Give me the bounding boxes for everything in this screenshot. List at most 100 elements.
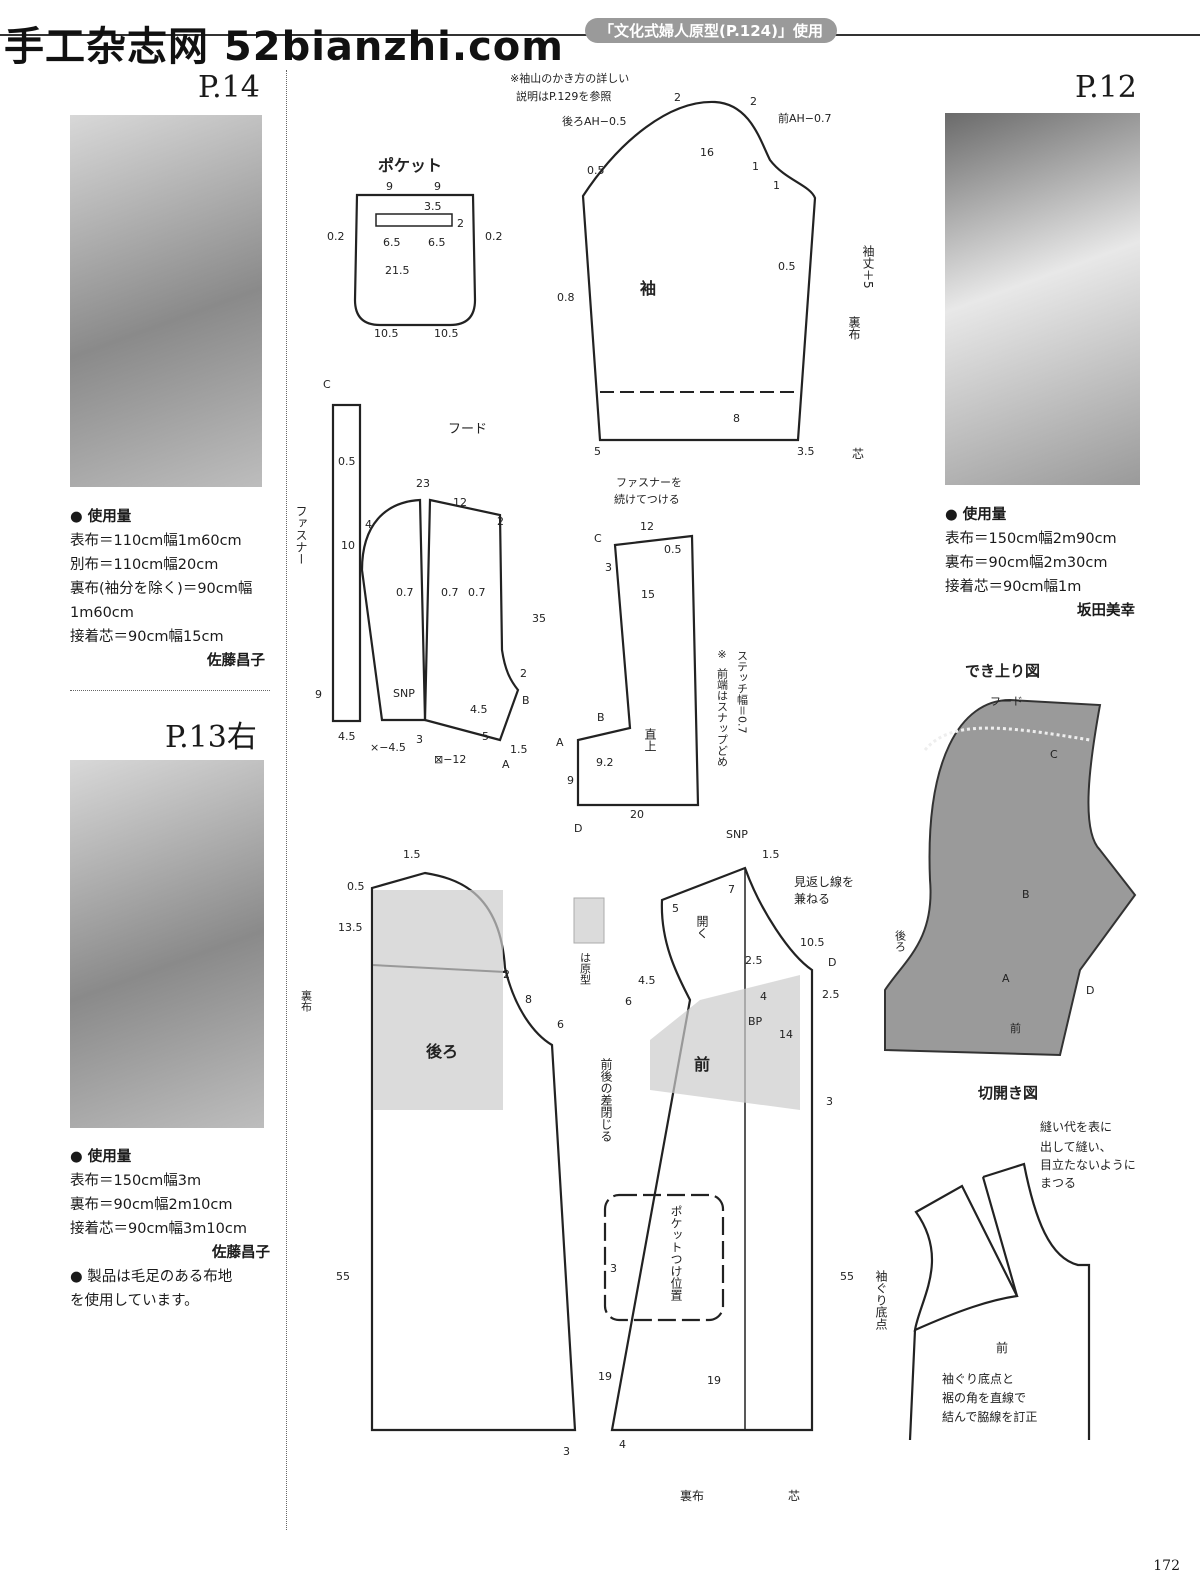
dim-label: 2 [674, 91, 681, 104]
back-label: 後ろ [426, 1042, 458, 1061]
dim-label: 8 [733, 412, 740, 425]
dim-label: 1.5 [762, 848, 780, 861]
diagram-label: C [1050, 748, 1058, 761]
interfacing-label: 芯 [852, 447, 864, 461]
original-pattern-swatch [573, 897, 605, 944]
front-label: 前 [694, 1055, 710, 1074]
page-number: 172 [1153, 1558, 1180, 1574]
collar-note: 続けてつける [614, 492, 680, 506]
dim-label: 6.5 [383, 236, 401, 249]
side-fix-note: 裾の角を直線で [942, 1390, 1026, 1405]
dim-label: 4.5 [470, 703, 488, 716]
dim-label: 6.5 [428, 236, 446, 249]
slash-note: 目立たないように [1040, 1157, 1136, 1172]
finished-zipper-line [923, 726, 1091, 751]
dim-label: 5 [594, 445, 601, 458]
material-line: 裏布＝90cm幅2m30cm [945, 555, 1108, 571]
open-label: 開く [695, 915, 709, 939]
column-divider [286, 70, 287, 1530]
dim-label: 0.7 [396, 586, 414, 599]
dim-label: 後ろAH−0.5 [562, 114, 627, 128]
materials-p13: ● 使用量 表布＝150cm幅3m 裏布＝90cm幅2m10cm 接着芯＝90c… [70, 1145, 270, 1313]
diagram-label: D [1086, 984, 1094, 997]
dim-label: 8 [525, 993, 532, 1006]
straight-up-label: 直上 [643, 728, 657, 752]
stitch-note: ステッチ幅＝0.7 [736, 650, 749, 734]
diagram-label: A [1002, 972, 1010, 985]
side-fix-note: 袖ぐり底点と [942, 1371, 1014, 1386]
dim-label: 3 [826, 1095, 833, 1108]
dim-label: 14 [779, 1028, 793, 1041]
dim-label: 3 [610, 1262, 617, 1275]
interfacing-label: 芯 [788, 1489, 800, 1503]
material-line: 表布＝150cm幅3m [70, 1173, 202, 1189]
diagram-label: 前 [1010, 1021, 1021, 1035]
model-photo-p12 [945, 113, 1140, 485]
slash-note: まつる [1040, 1176, 1076, 1190]
pattern-base-badge: 「文化式婦人原型(P.124)」使用 [585, 18, 837, 43]
diagram-label: 後ろ [894, 929, 907, 953]
materials-heading: ● 使用量 [70, 1149, 132, 1165]
dim-label: 2 [497, 515, 504, 528]
material-line: 表布＝110cm幅1m60cm [70, 533, 242, 549]
armhole-bottom-label: 袖ぐり底点 [874, 1269, 888, 1330]
lining-label: 裏布 [300, 989, 313, 1013]
dim-label: 9 [315, 688, 322, 701]
front-bodice [610, 866, 814, 1432]
sleeve-note: ※袖山のかき方の詳しい [510, 71, 629, 85]
finished-hood-drawing [884, 698, 1137, 1057]
dim-label: 0.2 [485, 230, 503, 243]
dim-label: 2.5 [822, 988, 840, 1001]
dim-label: 1.5 [510, 743, 528, 756]
hood-title: フード [448, 422, 487, 437]
dim-label: 9 [567, 774, 574, 787]
dim-label: SNP [393, 687, 415, 700]
dim-label: 23 [416, 477, 430, 490]
front-label: 前 [996, 1340, 1008, 1355]
dim-label: 2 [457, 217, 464, 230]
materials-p12: ● 使用量 表布＝150cm幅2m90cm 裏布＝90cm幅2m30cm 接着芯… [945, 503, 1135, 623]
dim-label: 19 [598, 1370, 612, 1383]
dim-label: 0.5 [338, 455, 356, 468]
dim-label: 0.7 [468, 586, 486, 599]
dim-label: 0.8 [557, 291, 575, 304]
pocket-welt [375, 213, 453, 227]
material-line: 接着芯＝90cm幅1m [945, 579, 1082, 595]
slash-back-piece [913, 1184, 1019, 1332]
sleeve-piece [581, 100, 817, 442]
stitch-note: ※ [716, 648, 729, 661]
dim-label: 0.7 [441, 586, 459, 599]
page-ref-p12: P.12 [1075, 70, 1137, 105]
hood-side-piece [360, 498, 427, 722]
dim-label: 袖丈＋5 [861, 244, 875, 289]
dim-label: 3 [563, 1445, 570, 1458]
sleeve-note: 説明はP.129を参照 [516, 89, 611, 103]
dim-label: 19 [707, 1374, 721, 1387]
dim-label: 12 [640, 520, 654, 533]
dim-label: ×−4.5 [370, 741, 406, 754]
material-line: 接着芯＝90cm幅3m10cm [70, 1221, 247, 1237]
dim-label: 5 [672, 902, 679, 915]
fabric-note: を使用しています。 [70, 1293, 199, 1309]
material-line: 接着芯＝90cm幅15cm [70, 629, 224, 645]
dim-label: 1 [773, 179, 780, 192]
dim-label: 10.5 [374, 327, 399, 340]
dim-label: A [502, 758, 510, 771]
dim-label: 20 [630, 808, 644, 821]
dim-label: 3.5 [797, 445, 815, 458]
dim-label: 4 [619, 1438, 626, 1451]
side-fix-note: 結んで脇線を訂正 [942, 1409, 1037, 1424]
pocket-position-label: ポケットつけ位置 [669, 1205, 683, 1301]
material-line: 裏布＝90cm幅2m10cm [70, 1197, 233, 1213]
bust-point-label: BP [748, 1015, 763, 1028]
dim-label: 10.5 [800, 936, 825, 949]
dim-label: 3 [416, 733, 423, 746]
dim-label: C [594, 532, 602, 545]
dim-label: 3.5 [424, 200, 442, 213]
front-shaded-area [650, 975, 800, 1110]
slash-front-piece [908, 1162, 1091, 1441]
dim-label: 3 [605, 561, 612, 574]
model-photo-p14 [70, 115, 262, 487]
lining-label: 裏布 [680, 1488, 704, 1503]
